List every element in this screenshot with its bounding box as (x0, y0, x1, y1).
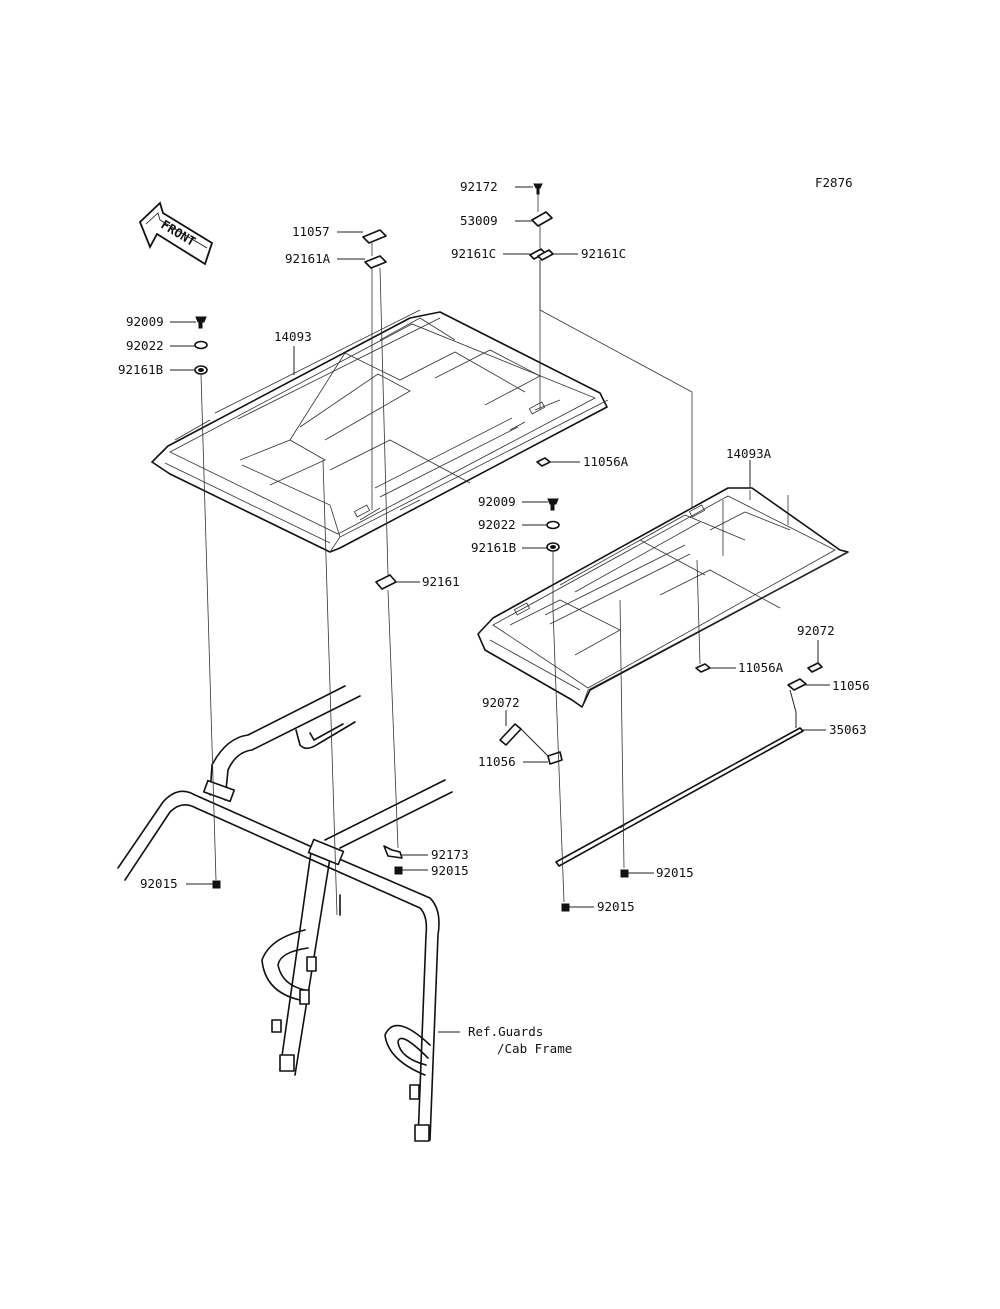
part-92173-clip-icon (383, 845, 403, 859)
part-11056A-right-clip-icon (695, 663, 711, 673)
label-11056A-right: 11056A (738, 660, 784, 675)
label-92015-right: 92015 (656, 865, 694, 880)
label-92022-left: 92022 (126, 338, 164, 353)
label-11056-left: 11056 (478, 754, 516, 769)
part-35063-strip-icon (555, 727, 804, 867)
part-11057-plate-icon (362, 229, 387, 244)
label-14093: 14093 (274, 329, 312, 344)
label-92161C-left: 92161C (451, 246, 496, 261)
label-92015-bottom: 92015 (597, 899, 635, 914)
part-11056A-top-clip-icon (536, 457, 551, 467)
part-92015-right-nut-icon (620, 869, 629, 878)
label-92161: 92161 (422, 574, 460, 589)
label-92173: 92173 (431, 847, 469, 862)
label-35063: 35063 (829, 722, 867, 737)
part-92009-left-bolt-icon (195, 316, 207, 329)
label-92072-left: 92072 (482, 695, 520, 710)
label-92015-center: 92015 (431, 863, 469, 878)
roof-14093A (477, 487, 849, 708)
part-92172-screw-icon (533, 183, 543, 195)
cab-frame (117, 685, 453, 1142)
part-92161A-icon (364, 255, 387, 269)
leader-lines (170, 186, 830, 1033)
part-92015-left-nut-icon (212, 880, 221, 889)
part-92161C-pair-icon (529, 248, 554, 261)
label-92072-right: 92072 (797, 623, 835, 638)
figure-code: F2876 (815, 175, 853, 190)
label-92161A: 92161A (285, 251, 331, 266)
label-11057: 11057 (292, 224, 330, 239)
roof-14093 (151, 309, 609, 553)
part-92072-right-bracket-icon (807, 662, 823, 673)
label-92022-mid: 92022 (478, 517, 516, 532)
part-92015-bottom-nut-icon (561, 903, 570, 912)
label-11056-right: 11056 (832, 678, 870, 693)
part-92009-mid-bolt-icon (547, 498, 559, 511)
label-92009-mid: 92009 (478, 494, 516, 509)
part-92022-mid-washer-icon (546, 520, 560, 530)
part-92161-pad-icon (375, 574, 397, 590)
part-92022-left-washer-icon (194, 340, 208, 350)
hardware-parts (194, 183, 823, 912)
ref-guards-label: Ref.Guards (468, 1024, 543, 1039)
label-92009-left: 92009 (126, 314, 164, 329)
part-11056-right-icon (787, 678, 807, 691)
label-92172: 92172 (460, 179, 498, 194)
label-92161C-right: 92161C (581, 246, 626, 261)
part-11056-left-icon (547, 751, 563, 765)
part-92072-left-bracket-icon (499, 723, 522, 746)
part-53009-clip-icon (531, 211, 553, 227)
label-92015-left: 92015 (140, 876, 178, 891)
label-14093A: 14093A (726, 446, 772, 461)
front-arrow-icon: FRONT (138, 201, 214, 266)
label-92161B-mid: 92161B (471, 540, 516, 555)
part-labels: 92172 53009 92161C 92161C 11057 92161A 9… (118, 179, 870, 1056)
label-92161B-left: 92161B (118, 362, 163, 377)
ref-cab-frame-label: /Cab Frame (497, 1041, 572, 1056)
label-53009: 53009 (460, 213, 498, 228)
part-92015-center-nut-icon (394, 866, 403, 875)
label-11056A-top: 11056A (583, 454, 629, 469)
